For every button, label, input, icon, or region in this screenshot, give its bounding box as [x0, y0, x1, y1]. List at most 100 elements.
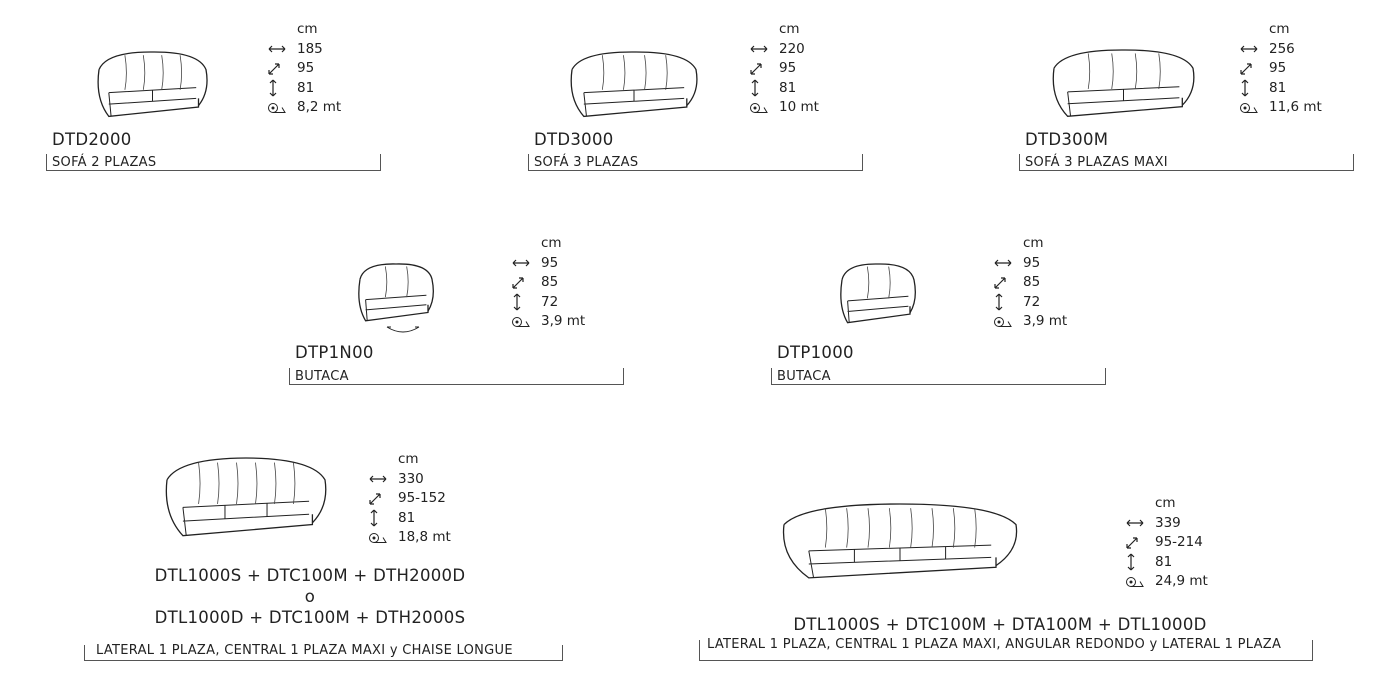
width-value: 185 — [297, 40, 323, 57]
depth-value: 95-152 — [398, 490, 446, 506]
fabric-value: 8,2 mt — [297, 99, 342, 115]
sofa-2-seat-image — [95, 48, 210, 120]
depth-row: 95 — [268, 59, 341, 79]
product-code: DTL1000S + DTC100M + DTH2000D — [154, 566, 466, 585]
fabric-icon — [994, 316, 1023, 328]
height-icon — [994, 293, 1023, 311]
height-row: 81 — [268, 79, 341, 99]
sofa-3-seat-maxi-image-drawing — [1052, 49, 1195, 117]
sofa-3-seat-image-drawing — [570, 51, 698, 118]
armchair-image-drawing — [840, 263, 916, 324]
depth-row: 95-152 — [369, 489, 451, 509]
width-value: 95 — [541, 254, 559, 271]
fabric-value: 24,9 mt — [1155, 573, 1208, 589]
depth-value: 95 — [1269, 60, 1287, 76]
depth-value: 85 — [541, 274, 559, 290]
fabric-icon — [512, 316, 541, 328]
depth-icon — [750, 63, 779, 75]
height-value: 72 — [1023, 293, 1041, 310]
width-icon — [512, 258, 541, 268]
sofa-3-seat-maxi-image — [1050, 46, 1197, 120]
depth-row: 85 — [512, 273, 585, 293]
label-bracket — [84, 645, 563, 661]
depth-icon — [1126, 537, 1155, 549]
width-icon — [1126, 518, 1155, 528]
depth-value: 85 — [1023, 274, 1041, 290]
width-icon — [750, 44, 779, 54]
depth-row: 95 — [750, 59, 819, 79]
depth-row: 95 — [1240, 59, 1322, 79]
label-bracket — [46, 154, 381, 171]
fabric-value: 3,9 mt — [1023, 313, 1068, 329]
height-icon — [268, 79, 297, 97]
fabric-row: 11,6 mt — [1240, 98, 1322, 118]
corner-sectional-image-drawing — [782, 503, 1018, 579]
label-bracket — [289, 368, 624, 385]
fabric-value: 11,6 mt — [1269, 99, 1322, 115]
product-code-alt: DTL1000D + DTC100M + DTH2000S — [154, 608, 466, 627]
dimensions-block: cm 95 85 72 3,9 mt — [512, 234, 585, 332]
depth-value: 95 — [297, 60, 315, 76]
width-row: 256 — [1240, 40, 1322, 60]
unit-label: cm — [1023, 235, 1044, 251]
width-row: 339 — [1126, 514, 1208, 534]
width-value: 220 — [779, 40, 805, 57]
unit-label: cm — [779, 21, 800, 37]
fabric-row: 24,9 mt — [1126, 572, 1208, 592]
product-name: BUTACA — [777, 369, 831, 384]
fabric-icon — [1240, 102, 1269, 114]
height-row: 81 — [1240, 79, 1322, 99]
product-code: DTD2000 — [52, 130, 132, 149]
height-value: 81 — [779, 79, 797, 96]
unit-label: cm — [1155, 495, 1176, 511]
armchair-image — [838, 260, 918, 326]
unit-label: cm — [297, 21, 318, 37]
fabric-icon — [268, 102, 297, 114]
product-name: BUTACA — [295, 369, 349, 384]
fabric-row: 3,9 mt — [512, 312, 585, 332]
height-row: 81 — [750, 79, 819, 99]
height-row: 81 — [369, 509, 451, 529]
height-value: 81 — [1269, 79, 1287, 96]
unit-label: cm — [541, 235, 562, 251]
width-value: 256 — [1269, 40, 1295, 57]
dimensions-block: cm 256 95 81 11,6 mt — [1240, 20, 1322, 118]
depth-icon — [512, 277, 541, 289]
fabric-value: 3,9 mt — [541, 313, 586, 329]
sofa-2-seat-image-drawing — [97, 51, 208, 118]
product-code: DTD3000 — [534, 130, 614, 149]
product-code: DTP1000 — [777, 343, 854, 362]
height-icon — [1126, 553, 1155, 571]
product-name: SOFÁ 2 PLAZAS — [52, 155, 157, 170]
product-name: LATERAL 1 PLAZA, CENTRAL 1 PLAZA MAXI y … — [96, 643, 513, 658]
depth-icon — [268, 63, 297, 75]
width-value: 339 — [1155, 514, 1181, 531]
product-name: SOFÁ 3 PLAZAS MAXI — [1025, 155, 1168, 170]
width-row: 330 — [369, 470, 451, 490]
fabric-value: 10 mt — [779, 99, 819, 115]
unit-label: cm — [398, 451, 419, 467]
swivel-armchair-image — [356, 260, 436, 324]
width-icon — [994, 258, 1023, 268]
height-value: 72 — [541, 293, 559, 310]
product-name: LATERAL 1 PLAZA, CENTRAL 1 PLAZA MAXI, A… — [707, 637, 1282, 652]
height-value: 81 — [1155, 553, 1173, 570]
product-code: DTP1N00 — [295, 343, 374, 362]
depth-icon — [369, 493, 398, 505]
unit-label: cm — [1269, 21, 1290, 37]
chaise-sectional-image — [163, 454, 329, 540]
height-row: 81 — [1126, 553, 1208, 573]
label-bracket — [771, 368, 1106, 385]
fabric-value: 18,8 mt — [398, 529, 451, 545]
sofa-3-seat-image — [568, 48, 700, 120]
height-icon — [1240, 79, 1269, 97]
fabric-row: 18,8 mt — [369, 528, 451, 548]
fabric-row: 3,9 mt — [994, 312, 1067, 332]
product-code: DTL1000S + DTC100M + DTA100M + DTL1000D — [793, 615, 1207, 634]
product-name: SOFÁ 3 PLAZAS — [534, 155, 639, 170]
